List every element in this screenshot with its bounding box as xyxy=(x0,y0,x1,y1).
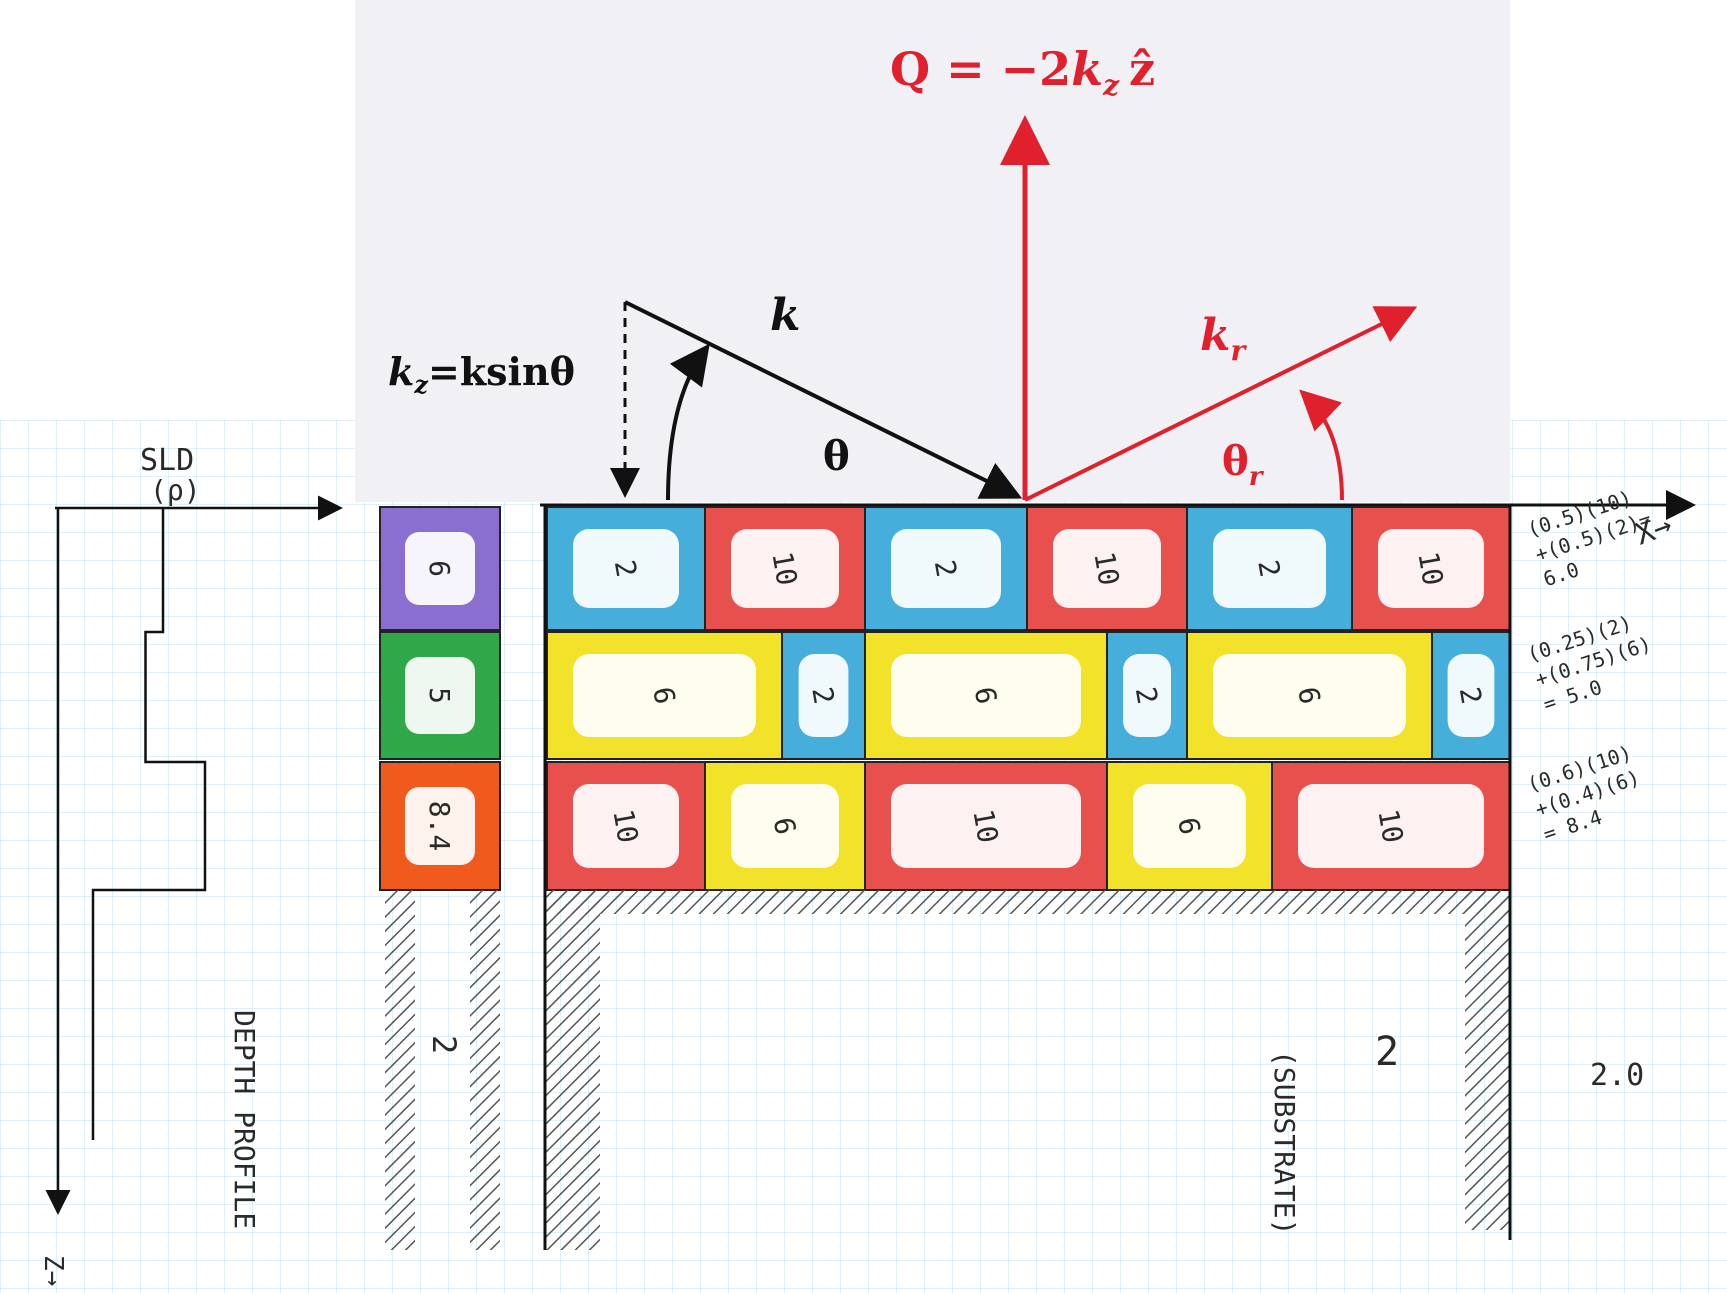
brick-value: 6 xyxy=(968,684,1003,706)
brick-center xyxy=(1123,654,1171,737)
brick-cell: 2 xyxy=(781,631,866,760)
brick-value: 2 xyxy=(928,557,963,579)
brick-center xyxy=(731,784,839,868)
brick-cell: 6 xyxy=(1186,631,1433,760)
averaged-layer-column: 658.4 xyxy=(379,506,501,891)
brick-value: 6 xyxy=(1291,684,1326,706)
averaged-cell: 6 xyxy=(379,506,501,631)
sld-label: SLD xyxy=(140,443,194,478)
brick-center xyxy=(1447,654,1495,737)
averaged-center xyxy=(405,532,475,605)
substrate-avg-value: 2.0 xyxy=(1590,1058,1644,1093)
brick-center xyxy=(1378,529,1484,608)
substrate-right-hatch xyxy=(1465,890,1510,1230)
substrate-value: 2 xyxy=(1375,1029,1399,1075)
brick-center xyxy=(573,654,756,737)
kz-equation-label: kz=ksinθ xyxy=(388,349,575,399)
depth-profile-label: DEPTH PROFILE xyxy=(228,1010,261,1229)
brick-cell: 2 xyxy=(864,506,1028,631)
theta-label: θ xyxy=(823,433,850,480)
brick-cell: 2 xyxy=(1106,631,1188,760)
left-substrate-hatch-left xyxy=(385,890,415,1250)
brick-cell: 2 xyxy=(1431,631,1511,760)
substrate-left-hatch xyxy=(545,890,600,1250)
brick-cell: 10 xyxy=(1026,506,1188,631)
brick-value: 6 xyxy=(1171,815,1206,837)
brick-cell: 10 xyxy=(864,761,1108,891)
brick-cell: 10 xyxy=(1351,506,1511,631)
brick-center xyxy=(891,784,1081,868)
brick-cell: 6 xyxy=(864,631,1108,760)
substrate-top-hatch xyxy=(545,890,1510,914)
left-substrate-value: 2 xyxy=(425,1035,463,1054)
brick-center xyxy=(1213,654,1406,737)
sld-rho-label: (ρ) xyxy=(150,474,201,507)
theta-r-arc xyxy=(1299,389,1344,501)
brick-cell: 2 xyxy=(1186,506,1353,631)
brick-value: 10 xyxy=(606,807,644,846)
kr-reflected-arrow xyxy=(1024,306,1418,502)
averaged-value: 8.4 xyxy=(423,801,456,852)
sld-profile-line xyxy=(91,508,207,1140)
brick-value: 6 xyxy=(767,815,802,837)
brick-center xyxy=(573,529,679,608)
brick-center xyxy=(1298,784,1484,868)
averaged-cell: 8.4 xyxy=(379,761,501,891)
brick-cell: 6 xyxy=(1106,761,1273,891)
brick-value: 6 xyxy=(646,684,681,706)
averaged-value: 6 xyxy=(423,560,456,577)
k-incident-arrow xyxy=(624,300,1023,499)
brick-center xyxy=(573,784,679,868)
brick-center xyxy=(1133,784,1246,868)
left-substrate-hatch-right xyxy=(470,890,500,1250)
brick-value: 10 xyxy=(765,549,803,588)
brick-cell: 2 xyxy=(546,506,706,631)
brick-value: 2 xyxy=(1251,557,1286,579)
brick-value: 2 xyxy=(805,684,840,706)
brick-value: 2 xyxy=(608,557,643,579)
brick-center xyxy=(731,529,839,608)
theta-r-label: θr xyxy=(1222,438,1265,492)
k-label: k xyxy=(770,290,801,341)
averaged-value: 5 xyxy=(423,687,456,704)
averaged-center xyxy=(405,787,475,865)
brick-cell: 6 xyxy=(704,761,866,891)
averaged-cell: 5 xyxy=(379,631,501,760)
theta-arc xyxy=(666,343,710,501)
brick-value: 10 xyxy=(1087,549,1125,588)
brick-value: 2 xyxy=(1453,684,1488,706)
brick-cell: 10 xyxy=(704,506,866,631)
brick-center xyxy=(891,529,1001,608)
kr-label: kr xyxy=(1200,310,1248,367)
brick-value: 10 xyxy=(966,807,1004,846)
substrate-word: (SUBSTRATE) xyxy=(1268,1050,1301,1235)
brick-value: 10 xyxy=(1411,549,1449,588)
brick-center xyxy=(798,654,849,737)
layer-bricks: 2 10 2 10 2 10 6 2 6 2 6 2 10 6 10 6 10 xyxy=(546,506,1511,891)
brick-value: 2 xyxy=(1129,684,1164,706)
brick-center xyxy=(1053,529,1161,608)
brick-cell: 10 xyxy=(1271,761,1511,891)
z-axis-label: Z→ xyxy=(38,1255,68,1286)
brick-cell: 6 xyxy=(546,631,783,760)
brick-cell: 10 xyxy=(546,761,706,891)
brick-value: 10 xyxy=(1371,807,1409,846)
brick-center xyxy=(1213,529,1326,608)
averaged-center xyxy=(405,657,475,734)
brick-center xyxy=(891,654,1081,737)
